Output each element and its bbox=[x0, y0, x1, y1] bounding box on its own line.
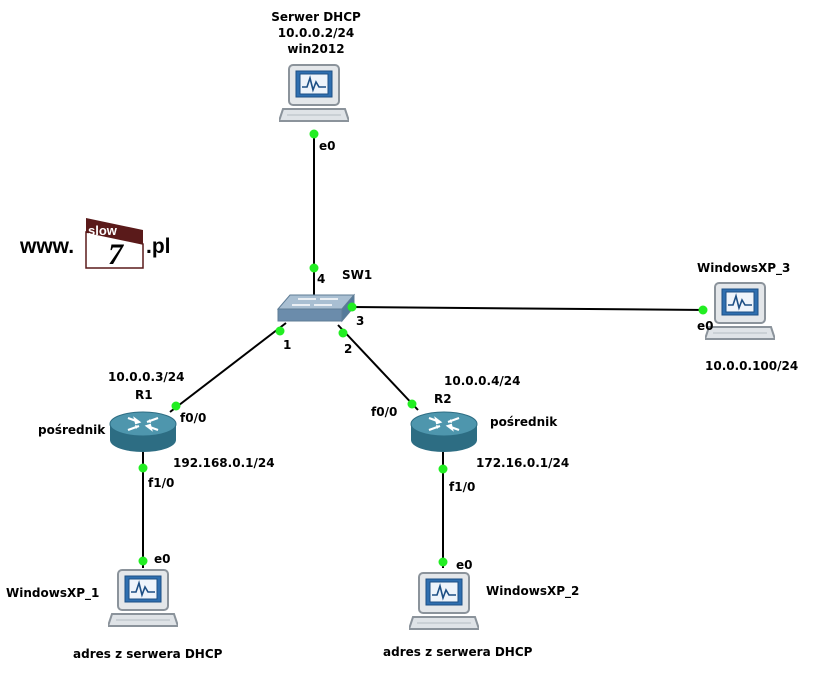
switch-name: SW1 bbox=[342, 268, 372, 282]
xp3-ip: 10.0.0.100/24 bbox=[705, 359, 798, 373]
port-dot-r1-f0-0[interactable] bbox=[171, 401, 181, 411]
r2-port-up-label: f0/0 bbox=[371, 405, 397, 419]
logo-box-digit: 7 bbox=[108, 238, 124, 271]
node-windowsxp-1[interactable]: e0 WindowsXP_1 adres z serwera DHCP bbox=[6, 552, 223, 661]
router-icon bbox=[409, 410, 479, 454]
port-dot-xp1-e0[interactable] bbox=[138, 556, 148, 566]
dhcp-server-title: Serwer DHCP bbox=[271, 10, 361, 24]
dhcp-server-port-label: e0 bbox=[319, 139, 336, 153]
dhcp-server-ip: 10.0.0.2/24 bbox=[278, 26, 355, 40]
port-dot-sw1-4[interactable] bbox=[309, 263, 319, 273]
xp1-note: adres z serwera DHCP bbox=[73, 647, 223, 661]
links bbox=[142, 135, 707, 568]
port-dot-xp2-e0[interactable] bbox=[438, 557, 448, 567]
port-dot-sw1-3[interactable] bbox=[347, 302, 357, 312]
node-windowsxp-3[interactable]: WindowsXP_3 e0 10.0.0.100/24 bbox=[697, 261, 798, 373]
xp1-name: WindowsXP_1 bbox=[6, 586, 99, 601]
logo-box-bottom bbox=[85, 231, 144, 269]
r1-port-up-label: f0/0 bbox=[180, 411, 206, 425]
r1-name: R1 bbox=[135, 388, 153, 402]
xp3-port-label: e0 bbox=[697, 319, 714, 333]
port-dot-r2-f1-0[interactable] bbox=[438, 464, 448, 474]
node-router-r2[interactable]: 10.0.0.4/24 R2 pośrednik f0/0 172.16.0.1… bbox=[371, 374, 569, 494]
node-dhcp-server[interactable]: Serwer DHCP 10.0.0.2/24 win2012 e0 bbox=[271, 10, 361, 153]
node-switch-sw1[interactable]: SW1 4 1 2 3 bbox=[277, 268, 372, 356]
node-windowsxp-2[interactable]: e0 WindowsXP_2 adres z serwera DHCP bbox=[383, 558, 579, 659]
pc-monitor-icon bbox=[705, 282, 775, 340]
port-dot-sw1-2[interactable] bbox=[338, 328, 348, 338]
router-icon bbox=[108, 410, 178, 454]
xp3-name: WindowsXP_3 bbox=[697, 261, 790, 276]
r2-lan-ip: 172.16.0.1/24 bbox=[476, 456, 569, 470]
port-dot-dhcp-e0[interactable] bbox=[309, 129, 319, 139]
port-dots bbox=[138, 129, 708, 567]
port-dot-sw1-1[interactable] bbox=[275, 326, 285, 336]
pc-monitor-icon bbox=[409, 572, 479, 630]
switch-port-2-label: 2 bbox=[344, 342, 352, 356]
slow7-logo: www. slow 7 .pl bbox=[19, 218, 171, 271]
r2-port-down-label: f1/0 bbox=[449, 480, 475, 494]
link-switch-xp3 bbox=[351, 306, 707, 311]
logo-suffix: .pl bbox=[146, 235, 171, 258]
xp2-name: WindowsXP_2 bbox=[486, 584, 579, 599]
r1-port-down-label: f1/0 bbox=[148, 476, 174, 490]
port-dot-r1-f1-0[interactable] bbox=[138, 463, 148, 473]
xp1-port-label: e0 bbox=[154, 552, 171, 566]
port-dot-xp3-e0[interactable] bbox=[698, 305, 708, 315]
r2-role: pośrednik bbox=[490, 415, 558, 429]
dhcp-server-hostname: win2012 bbox=[287, 42, 344, 56]
switch-icon bbox=[277, 294, 355, 322]
r1-wan-ip: 10.0.0.3/24 bbox=[108, 370, 185, 384]
logo-prefix: www. bbox=[19, 235, 74, 258]
r2-wan-ip: 10.0.0.4/24 bbox=[444, 374, 521, 388]
link-switch-r1 bbox=[169, 322, 287, 413]
r1-role: pośrednik bbox=[38, 423, 106, 437]
link-switch-r2 bbox=[337, 324, 419, 411]
logo-box-top-text: slow bbox=[88, 223, 118, 238]
node-router-r1[interactable]: 10.0.0.3/24 R1 pośrednik f0/0 192.168.0.… bbox=[38, 370, 275, 490]
logo-box-top bbox=[86, 218, 143, 244]
xp2-port-label: e0 bbox=[456, 558, 473, 572]
switch-port-3-label: 3 bbox=[356, 314, 364, 328]
xp2-note: adres z serwera DHCP bbox=[383, 645, 533, 659]
switch-port-1-label: 1 bbox=[283, 338, 291, 352]
r1-lan-ip: 192.168.0.1/24 bbox=[173, 456, 275, 470]
port-dot-r2-f0-0[interactable] bbox=[407, 399, 417, 409]
pc-monitor-icon bbox=[108, 569, 178, 627]
switch-port-4-label: 4 bbox=[317, 272, 325, 286]
r2-name: R2 bbox=[434, 392, 452, 406]
pc-monitor-icon bbox=[279, 64, 349, 122]
